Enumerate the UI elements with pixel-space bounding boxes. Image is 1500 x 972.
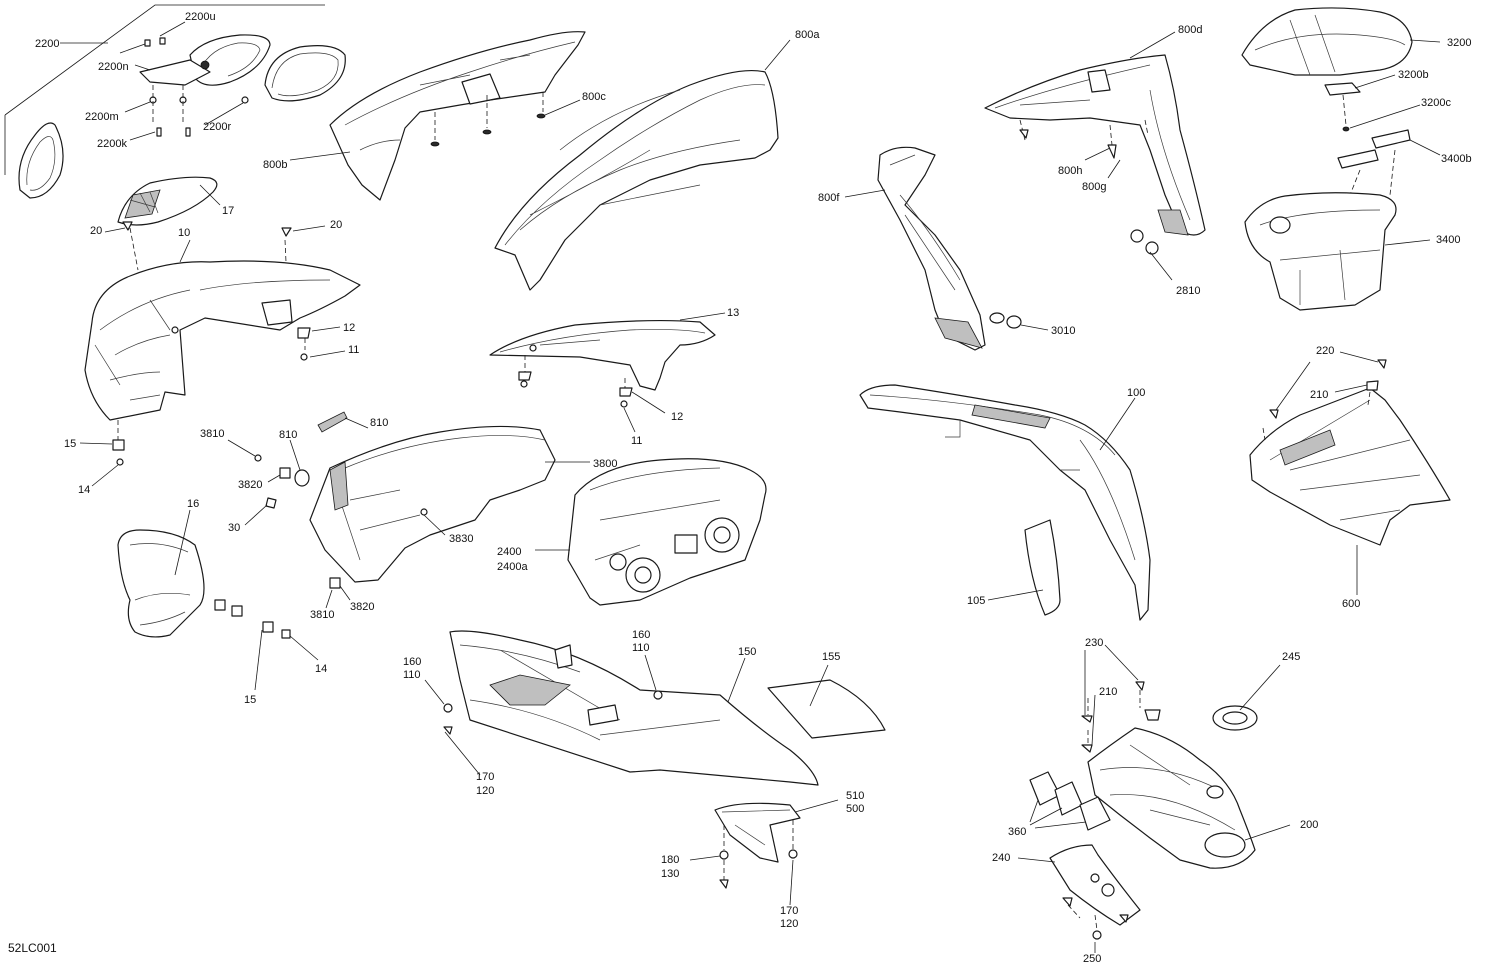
callout-16: 16 — [187, 498, 199, 510]
callout-600: 600 — [1342, 598, 1360, 610]
callout-14-top: 14 — [78, 484, 90, 496]
callout-10: 10 — [178, 227, 190, 239]
callout-810-left: 810 — [279, 429, 297, 441]
callout-15-bottom: 15 — [244, 694, 256, 706]
callout-3200b: 3200b — [1398, 69, 1429, 81]
diagram-code: 52LC001 — [8, 941, 57, 955]
callout-170-bottom: 170 — [780, 905, 798, 917]
callout-15-top: 15 — [64, 438, 76, 450]
part-3800-bracket — [227, 411, 590, 609]
callout-800f: 800f — [818, 192, 840, 204]
callout-13: 13 — [727, 307, 739, 319]
callout-160-top: 160 — [632, 629, 650, 641]
part-3400-tray — [1244, 192, 1431, 311]
callout-3400b: 3400b — [1441, 153, 1472, 165]
callout-3800: 3800 — [593, 458, 617, 470]
callout-12-right: 12 — [671, 411, 683, 423]
callout-2200n: 2200n — [98, 61, 129, 73]
callout-2810: 2810 — [1176, 285, 1200, 297]
callout-110-top: 110 — [632, 642, 650, 654]
callout-2200r: 2200r — [203, 121, 231, 133]
callout-labels: 2200 2200u 2200n 2200m 2200k 2200r 17 20… — [8, 11, 1472, 965]
part-510-bracket — [689, 799, 839, 906]
callout-2400a: 2400a — [497, 561, 528, 573]
part-3200-cover — [1241, 7, 1441, 196]
callout-250: 250 — [1083, 953, 1101, 965]
callout-200: 200 — [1300, 819, 1318, 831]
callout-120-left: 120 — [476, 785, 494, 797]
callout-240: 240 — [992, 852, 1010, 864]
callout-20-left: 20 — [90, 225, 102, 237]
part-100-fender — [859, 384, 1151, 621]
callout-160-left: 160 — [403, 656, 421, 668]
callout-210-lower: 210 — [1099, 686, 1117, 698]
callout-105: 105 — [967, 595, 985, 607]
part-240-plate — [1017, 844, 1141, 953]
part-155-decal — [767, 664, 886, 739]
callout-30: 30 — [228, 522, 240, 534]
callout-180: 180 — [661, 854, 679, 866]
callout-800a: 800a — [795, 29, 820, 41]
callout-800d: 800d — [1178, 24, 1202, 36]
callout-3820-top: 3820 — [238, 479, 262, 491]
part-800a — [494, 39, 791, 291]
callout-130: 130 — [661, 868, 679, 880]
callout-3810-bottom: 3810 — [310, 609, 334, 621]
callout-500: 500 — [846, 803, 864, 815]
callout-230: 230 — [1085, 637, 1103, 649]
part-2400-headlight — [535, 458, 767, 606]
callout-2400: 2400 — [497, 546, 521, 558]
callout-20-right: 20 — [330, 219, 342, 231]
callout-3820-bottom: 3820 — [350, 601, 374, 613]
callout-245: 245 — [1282, 651, 1300, 663]
part-800f — [844, 146, 1049, 351]
part-800d — [984, 31, 1206, 281]
part-200-console — [1029, 644, 1291, 869]
callout-100: 100 — [1127, 387, 1145, 399]
callout-810-right: 810 — [370, 417, 388, 429]
callout-800b: 800b — [263, 159, 287, 171]
callout-3400: 3400 — [1436, 234, 1460, 246]
callout-155: 155 — [822, 651, 840, 663]
callout-2200m: 2200m — [85, 111, 119, 123]
part-16-side-panel — [117, 509, 319, 691]
callout-510: 510 — [846, 790, 864, 802]
callout-2200u: 2200u — [185, 11, 216, 23]
part-13 — [489, 312, 726, 433]
part-800b — [289, 31, 586, 201]
part-17-grille — [117, 176, 221, 226]
callout-3830: 3830 — [449, 533, 473, 545]
callout-2200k: 2200k — [97, 138, 127, 150]
callout-360: 360 — [1008, 826, 1026, 838]
callout-120-bottom: 120 — [780, 918, 798, 930]
callout-3200c: 3200c — [1421, 97, 1451, 109]
mirror-assembly — [4, 4, 346, 199]
callout-3010: 3010 — [1051, 325, 1075, 337]
part-10-front-fascia — [79, 221, 361, 487]
callout-210-upper: 210 — [1310, 389, 1328, 401]
callout-11-right: 11 — [631, 435, 642, 447]
callout-110-left: 110 — [403, 669, 421, 681]
callout-17: 17 — [222, 205, 234, 217]
callout-170-left: 170 — [476, 771, 494, 783]
callout-220: 220 — [1316, 345, 1334, 357]
callout-150: 150 — [738, 646, 756, 658]
callout-800g: 800g — [1082, 181, 1106, 193]
callout-800h: 800h — [1058, 165, 1082, 177]
part-150-lower-panel — [424, 630, 819, 786]
callout-14-bottom: 14 — [315, 663, 327, 675]
callout-3810-top: 3810 — [200, 428, 224, 440]
part-105-decal — [987, 519, 1061, 616]
callout-800c: 800c — [582, 91, 606, 103]
callout-3200: 3200 — [1447, 37, 1471, 49]
callout-11-left: 11 — [348, 344, 359, 356]
callout-2200: 2200 — [35, 38, 59, 50]
callout-12-left: 12 — [343, 322, 355, 334]
part-600-bin — [1249, 351, 1451, 595]
